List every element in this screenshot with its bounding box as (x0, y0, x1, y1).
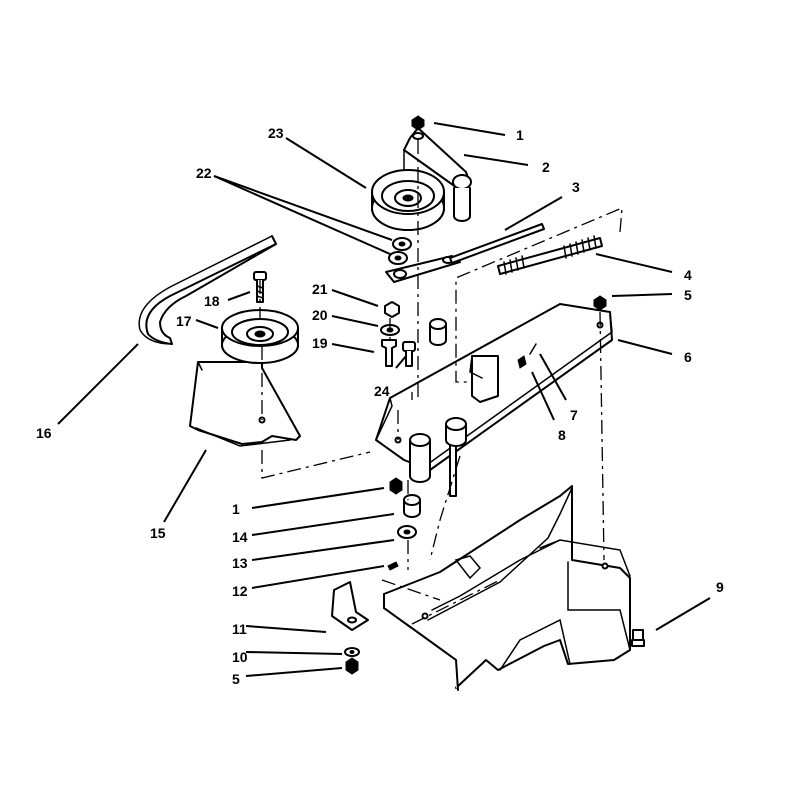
cotter-pin-7 (529, 343, 537, 355)
callout-labels: 1 2 3 4 5 6 7 8 9 10 11 12 13 14 15 16 1… (36, 125, 724, 687)
nut-5-right (593, 295, 607, 311)
callout-3: 3 (572, 179, 580, 195)
washer-22a (392, 237, 412, 251)
callout-10: 10 (232, 649, 248, 665)
pin-12 (387, 561, 399, 571)
nut-5-bottom (345, 657, 359, 675)
leader-lines (57, 122, 711, 677)
callout-20: 20 (312, 307, 328, 323)
nut-1-top (411, 115, 425, 140)
callout-17: 17 (176, 313, 192, 329)
bolt-9 (631, 629, 645, 647)
bracket-11 (331, 581, 369, 631)
callout-4: 4 (684, 267, 692, 283)
callout-1-top: 1 (516, 127, 524, 143)
callout-19: 19 (312, 335, 328, 351)
callout-9: 9 (716, 579, 724, 595)
callout-24: 24 (374, 383, 390, 399)
belt-guard-plate (189, 361, 301, 447)
spring-bracket (469, 355, 499, 403)
callout-21: 21 (312, 281, 328, 297)
callout-7: 7 (570, 407, 578, 423)
bushing-upper (429, 318, 447, 346)
idler-arm-2 (403, 127, 472, 222)
callout-11: 11 (232, 621, 247, 637)
bushing-14 (403, 494, 421, 518)
shoulder-bolt-19 (381, 339, 397, 367)
callout-5-right: 5 (684, 287, 692, 303)
nut-1-bottom (389, 477, 403, 495)
washer-13 (397, 525, 417, 539)
callout-16: 16 (36, 425, 52, 441)
bushing-on-plate (445, 417, 467, 447)
callout-13: 13 (232, 555, 248, 571)
callout-2: 2 (542, 159, 550, 175)
nut-21 (384, 301, 400, 318)
assembly-lines (259, 140, 623, 625)
callout-22: 22 (196, 165, 212, 181)
bolt-24 (402, 341, 416, 367)
callout-6: 6 (684, 349, 692, 365)
pulley-23 (371, 169, 445, 231)
washer-22b (388, 251, 408, 265)
callout-23: 23 (268, 125, 284, 141)
clip-8 (517, 355, 527, 369)
rod-3 (449, 223, 545, 264)
callout-1-bottom: 1 (232, 501, 240, 517)
callout-12: 12 (232, 583, 248, 599)
callout-8: 8 (558, 427, 566, 443)
washer-10 (344, 647, 360, 657)
spring-4 (497, 235, 603, 275)
callout-18: 18 (204, 293, 220, 309)
drive-belt (138, 235, 277, 345)
callout-14: 14 (232, 529, 248, 545)
discharge-housing (383, 485, 631, 691)
callout-15: 15 (150, 525, 166, 541)
callout-5-bottom: 5 (232, 671, 240, 687)
